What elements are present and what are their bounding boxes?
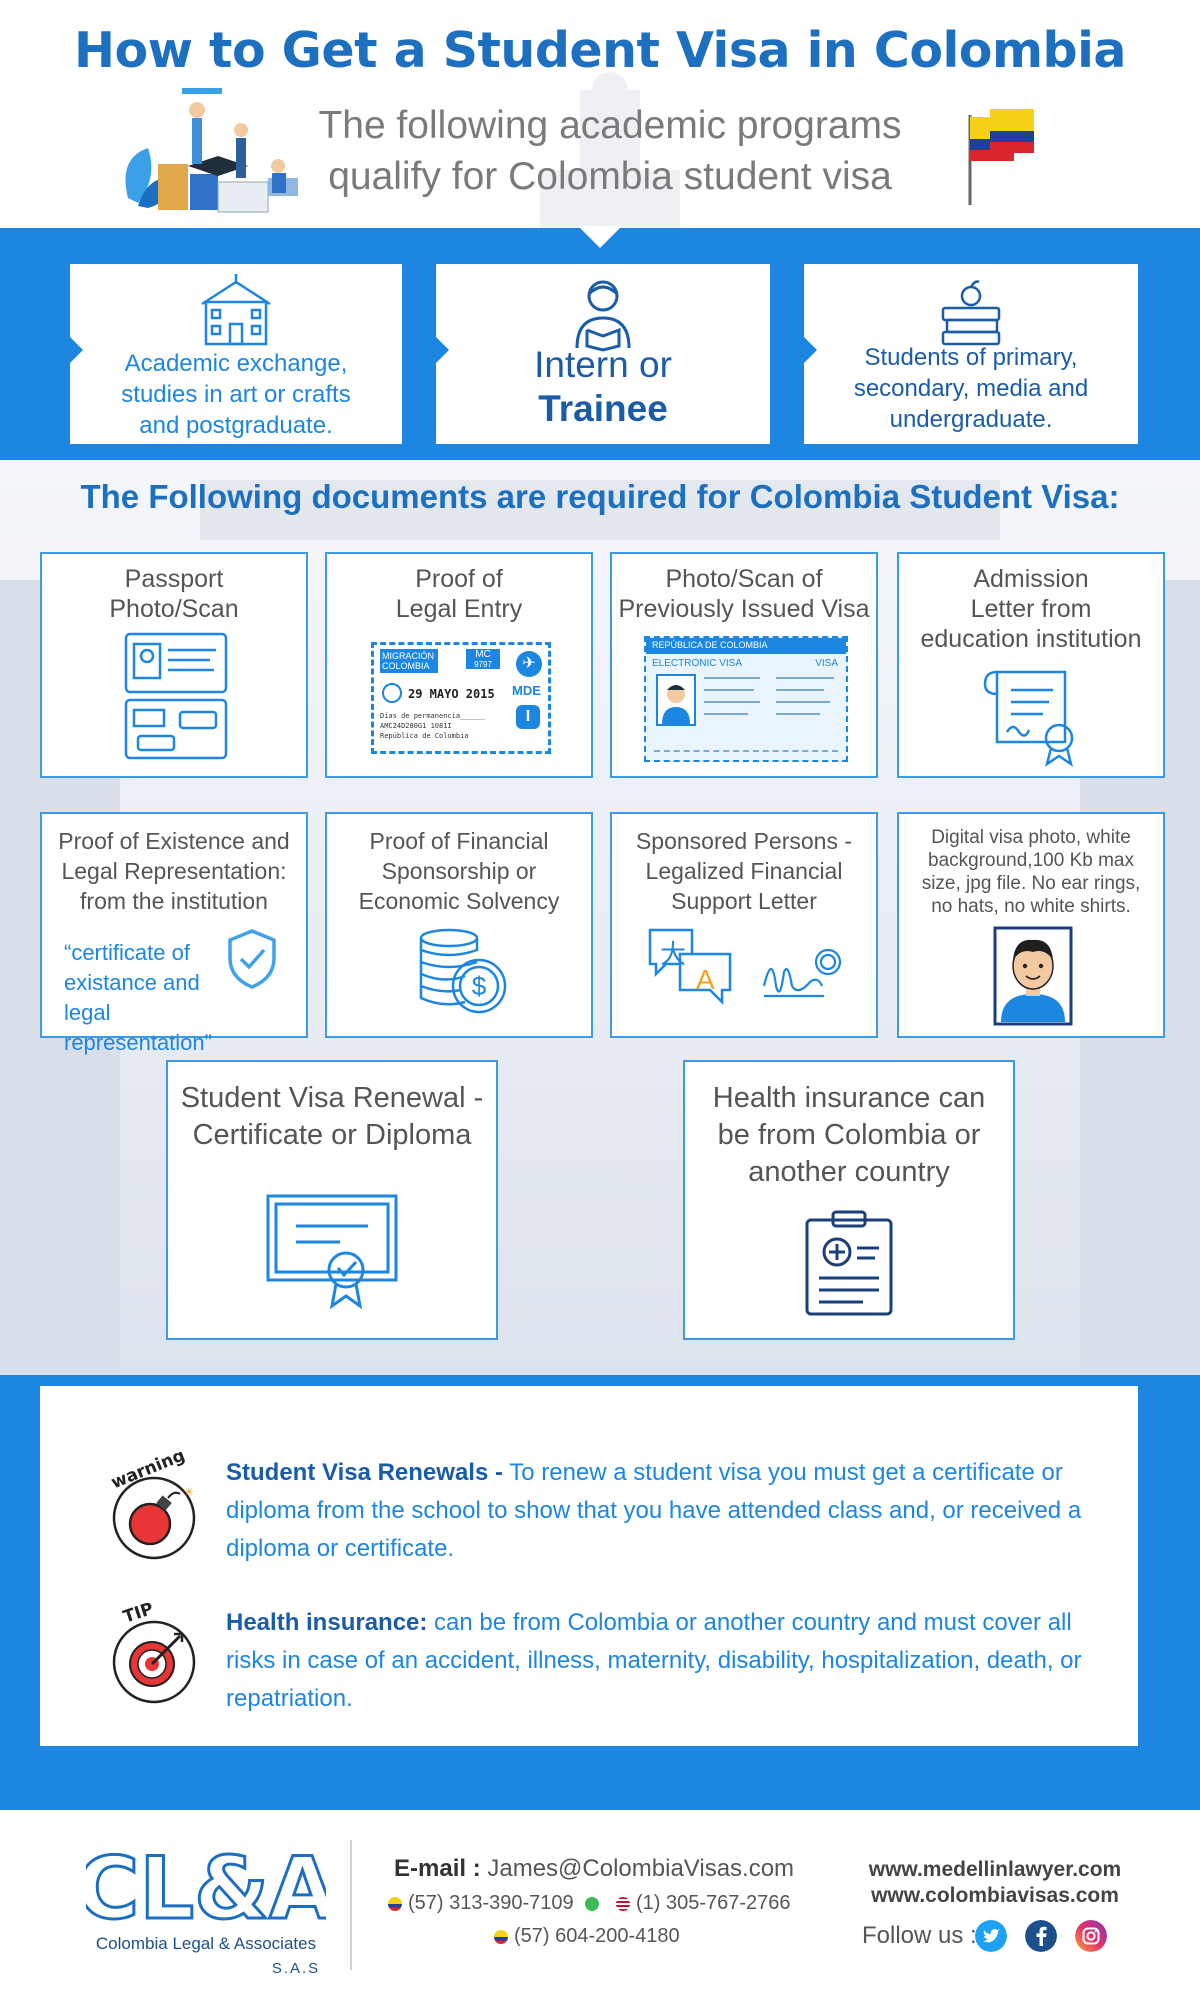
doc-title: Health insurance can be from Colombia or… [712,1082,986,1188]
target-icon: TIP [112,1599,196,1704]
follow-us-label: Follow us : [862,1922,977,1949]
doc-card-digital-photo: Digital visa photo, white background,100… [897,812,1165,1038]
doc-title: Proof of Legal Entry [395,565,523,623]
portrait-photo-icon [993,926,1073,1026]
subtitle: The following academic programs qualify … [290,100,930,202]
subtitle-line-1: The following academic programs [318,104,902,147]
doc-title: Photo/Scan of Previously Issued Visa [618,565,870,623]
doc-card-renewal-diploma: Student Visa Renewal - Certificate or Di… [166,1060,498,1340]
doc-card-financial-sponsorship: Proof of Financial Sponsorship or Econom… [325,812,593,1038]
university-icon [201,274,271,346]
doc-title: Sponsored Persons - Legalized Financial … [635,828,853,914]
phone-1[interactable]: (57) 313-390-7109 [388,1892,605,1915]
usa-flag-icon [616,1896,630,1911]
note-health-insurance: Health insurance: can be from Colombia o… [226,1604,1106,1718]
email-link[interactable]: James@ColombiaVisas.com [487,1855,795,1882]
coins-dollar-icon: $ [419,928,507,1014]
doc-title: Admission Letter from education institut… [920,565,1142,653]
whatsapp-icon [585,1896,600,1911]
instagram-icon[interactable] [1075,1920,1107,1952]
note-renewals: Student Visa Renewals - To renew a stude… [226,1454,1106,1568]
program-label: Students of primary, secondary, media an… [853,344,1089,433]
note-lead: Health insurance: [226,1609,428,1636]
colombia-flag-icon [388,1896,402,1911]
bomb-icon: warning ✳ [108,1452,196,1560]
books-apple-icon [941,280,1001,346]
notes-card: warning ✳ Student Visa Renewals - To ren… [40,1386,1138,1746]
entry-stamp-icon: MIGRACIÓN COLOMBIA MC 9797 ✈ 29 MAYO 201… [371,642,551,754]
shield-check-icon [228,929,276,989]
subtitle-line-2: qualify for Colombia student visa [328,155,892,198]
translation-glyph-1: 大 [660,939,687,969]
doc-card-legal-representation: Proof of Existence and Legal Representat… [40,812,308,1055]
program-card-primary-secondary: Students of primary, secondary, media an… [803,264,1138,444]
diploma-icon [266,1194,398,1310]
student-reading-icon [575,280,631,352]
doc-title: Student Visa Renewal - Certificate or Di… [180,1082,484,1151]
passport-icon [124,632,228,760]
svg-text:$: $ [472,971,487,1001]
visa-photo-icon [656,674,696,726]
phone-3[interactable]: (57) 604-200-4180 [494,1925,680,1948]
program-card-academic-exchange: Academic exchange, studies in art or cra… [69,264,402,444]
colombia-flag-icon [968,109,1034,205]
svg-text:✳: ✳ [184,1485,194,1499]
note-lead: Student Visa Renewals - [226,1459,503,1486]
footer [0,1810,1200,1997]
program-label-line-1: Intern or [534,344,672,385]
page-title: How to Get a Student Visa in Colombia [74,22,1126,79]
program-label-line-2: Trainee [538,388,668,429]
company-name: Colombia Legal & Associates [95,1934,317,1953]
note-body: can be from Colombia or another country … [226,1609,1082,1712]
logo-text: CL&A [86,1840,326,1930]
cla-logo: CL&A [86,1840,326,1930]
doc-title: Digital visa photo, white background,100… [921,827,1141,917]
colombia-flag-icon [494,1929,508,1944]
facebook-icon[interactable] [1025,1920,1057,1952]
twitter-icon[interactable] [975,1920,1007,1952]
program-card-intern-trainee: Intern or Trainee [435,264,770,444]
quote-text: “certificate of existance and legal repr… [64,940,212,1055]
translation-icon [648,928,732,1006]
website-link-1[interactable]: www.medellinlawyer.com [868,1858,1122,1881]
doc-card-previous-visa: Photo/Scan of Previously Issued Visa REP… [610,552,878,778]
airplane-icon: ✈ [516,651,542,677]
signature-icon [762,948,842,998]
header: How to Get a Student Visa in Colombia Th… [0,0,1200,230]
doc-title: Proof of Financial Sponsorship or Econom… [358,828,560,914]
doc-card-admission-letter: Admission Letter from education institut… [897,552,1165,778]
monument-background [540,72,680,230]
doc-card-passport: Passport Photo/Scan [40,552,308,778]
certificate-scroll-icon [983,670,1074,767]
visa-card-icon: REPÚBLICA DE COLOMBIA ELECTRONIC VISA VI… [644,636,848,762]
footer-divider [350,1840,352,1970]
email-line: E-mail : James@ColombiaVisas.com [394,1855,794,1883]
doc-title: Passport Photo/Scan [109,565,239,623]
documents-title: The Following documents are required for… [80,478,1120,515]
students-illustration [125,88,298,213]
map-icon [382,683,402,703]
email-label: E-mail : [394,1855,481,1882]
doc-card-legal-entry: Proof of Legal Entry MIGRACIÓN COLOMBIA … [325,552,593,778]
note-body: To renew a student visa you must get a c… [226,1459,1082,1562]
website-link-2[interactable]: www.colombiavisas.com [871,1884,1119,1907]
phone-2[interactable]: (1) 305-767-2766 [616,1892,791,1915]
doc-card-health-insurance: Health insurance can be from Colombia or… [683,1060,1015,1340]
doc-title: Proof of Existence and Legal Representat… [58,828,290,914]
doc-card-sponsored-persons: Sponsored Persons - Legalized Financial … [610,812,878,1038]
program-label: Academic exchange, studies in art or cra… [121,350,351,439]
band-notch [578,226,622,248]
translation-glyph-2: A [696,964,715,995]
medical-clipboard-icon [805,1210,893,1316]
company-suffix: S.A.S [271,1960,321,1977]
